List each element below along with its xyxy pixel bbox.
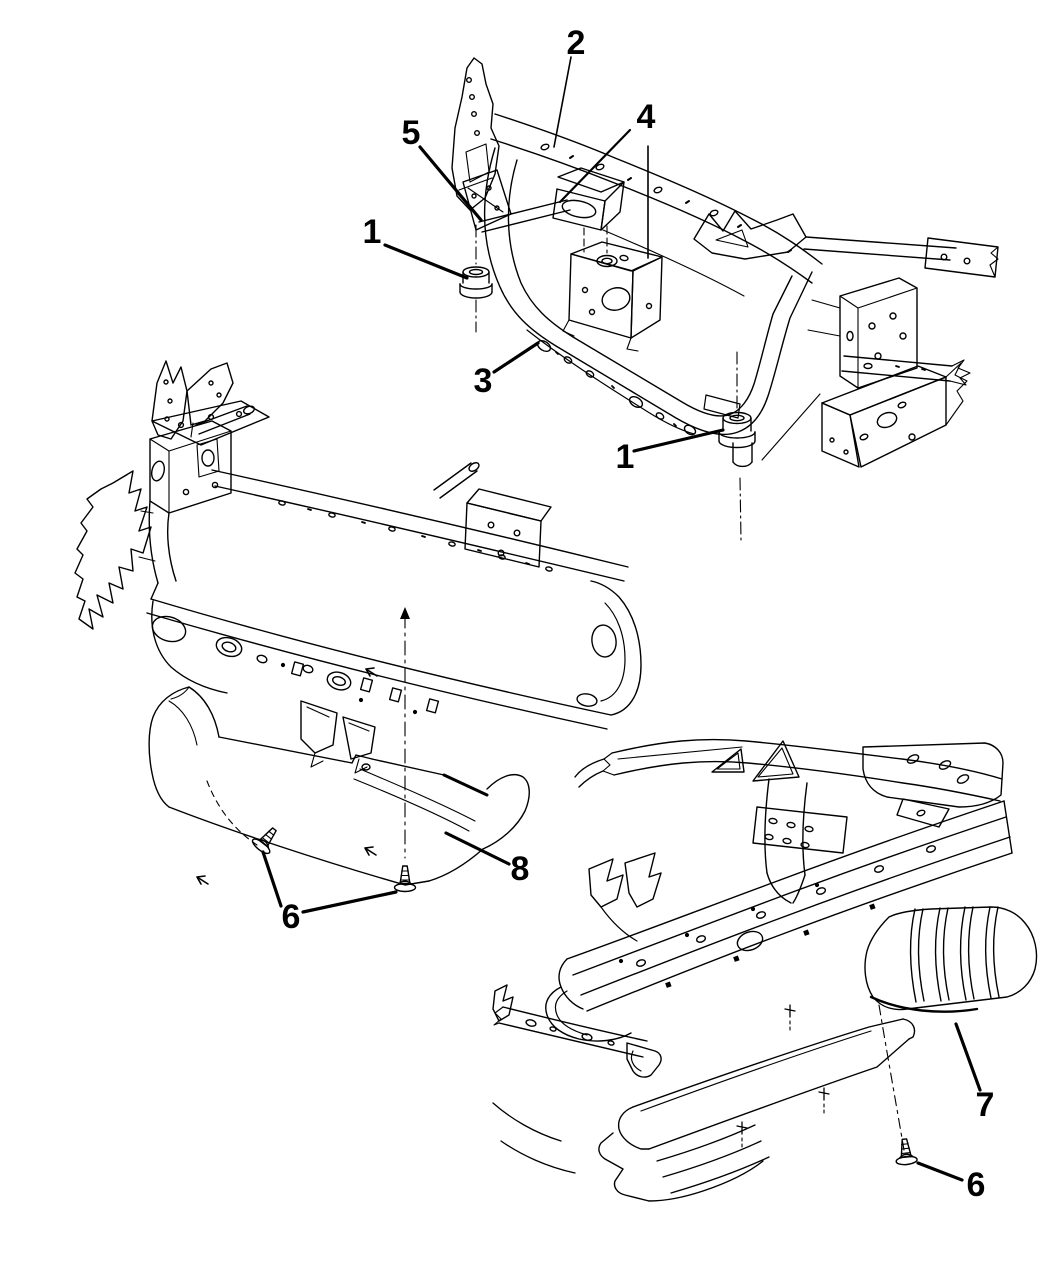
crossmember-front-view [451, 57, 999, 541]
splash-deflector [864, 906, 1038, 1013]
callout-8: 8 [444, 831, 530, 888]
callout-8-label: 8 [511, 850, 530, 888]
callout-1-left: 1 [363, 213, 469, 280]
callout-1-left-label: 1 [363, 213, 382, 251]
callout-6-shield: 6 [261, 850, 398, 936]
callouts: 2 5 4 1 3 1 [261, 24, 995, 1204]
callout-6-deflector-label: 6 [967, 1166, 986, 1204]
callout-5: 5 [402, 114, 483, 222]
callout-6-deflector: 6 [916, 1161, 986, 1204]
lower-shield [598, 1004, 916, 1202]
callout-4: 4 [558, 98, 656, 259]
callout-4-label: 4 [637, 98, 656, 136]
callout-3-label: 3 [474, 362, 493, 400]
isolator-right [718, 351, 756, 541]
callout-1-right-label: 1 [616, 438, 635, 476]
callout-5-label: 5 [402, 114, 421, 152]
crossmember-bottom-view [74, 360, 642, 893]
callout-2-label: 2 [567, 24, 586, 62]
callout-7: 7 [954, 1022, 995, 1124]
callout-2: 2 [553, 24, 586, 148]
splash-shield [148, 686, 530, 886]
isolator-left [459, 224, 493, 333]
callout-6-shield-label: 6 [282, 898, 301, 936]
callout-7-label: 7 [976, 1086, 995, 1124]
callout-1-right: 1 [616, 428, 725, 476]
crossmember-side-view [492, 738, 1038, 1202]
callout-3: 3 [474, 341, 540, 400]
